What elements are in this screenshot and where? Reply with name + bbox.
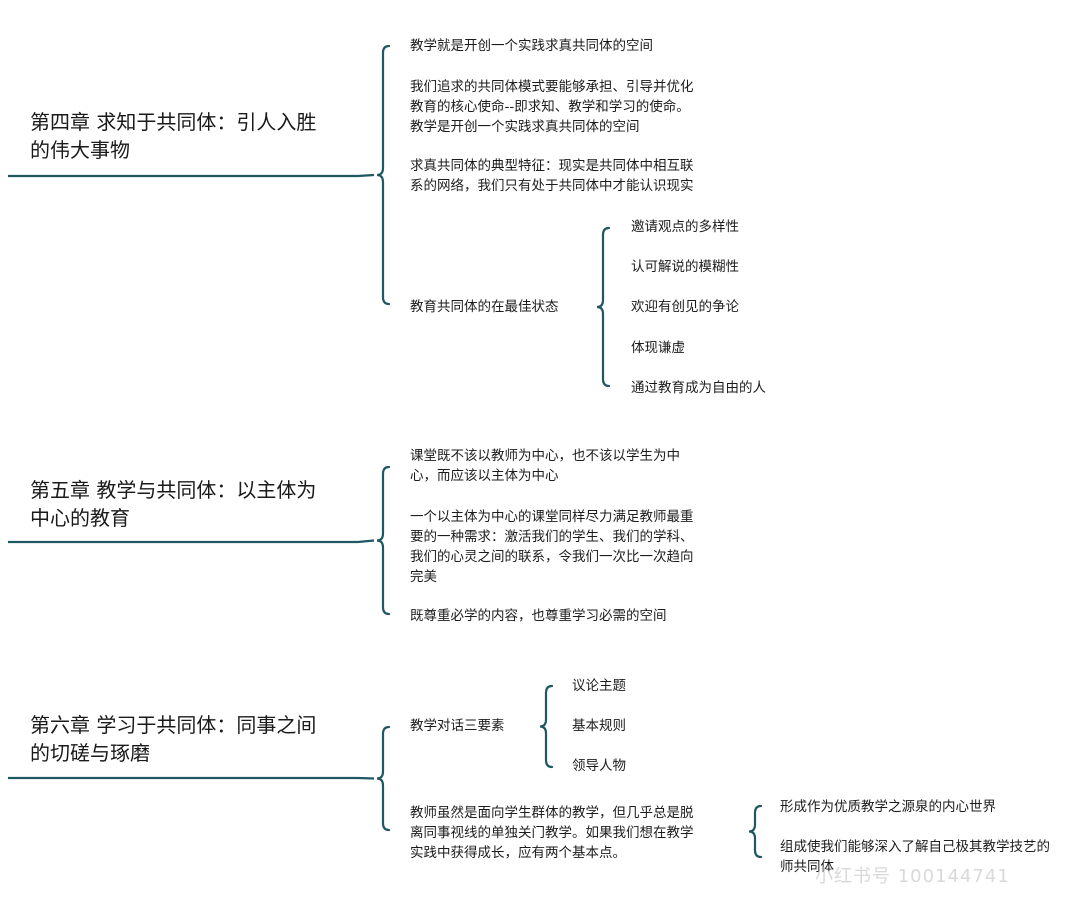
topic-node-line: 教育共同体的在最佳状态 bbox=[410, 299, 559, 315]
topic-node-line: 教学是开创一个实践求真共同体的空间 bbox=[410, 119, 640, 135]
topic-node: 既尊重必学的内容，也尊重学习必需的空间 bbox=[410, 606, 667, 626]
chapter-title-line: 第四章 求知于共同体：引人入胜 bbox=[30, 110, 317, 134]
subtopic-node-line: 师共同体 bbox=[780, 859, 834, 875]
topic-node-line: 课堂既不该以教师为中心，也不该以学生为中 bbox=[410, 448, 680, 464]
topic-node-line: 我们的心灵之间的联系，令我们一次比一次趋向 bbox=[410, 549, 694, 565]
topic-node-line: 教师虽然是面向学生群体的教学，但几乎总是脱 bbox=[410, 805, 694, 821]
subtopic-node-line: 形成作为优质教学之源泉的内心世界 bbox=[780, 799, 996, 815]
subtopic-node: 邀请观点的多样性 bbox=[631, 217, 739, 237]
topic-node: 教学对话三要素 bbox=[410, 716, 505, 736]
chapter-title: 第四章 求知于共同体：引人入胜的伟大事物 bbox=[30, 108, 316, 164]
subtopic-node-line: 认可解说的模糊性 bbox=[631, 259, 739, 275]
chapter-title-line: 中心的教育 bbox=[30, 506, 130, 530]
topic-node: 教师虽然是面向学生群体的教学，但几乎总是脱离同事视线的单独关门教学。如果我们想在… bbox=[410, 803, 694, 863]
chapter-brace bbox=[376, 465, 391, 616]
topic-node-line: 教学对话三要素 bbox=[410, 718, 505, 734]
subtopic-node-line: 基本规则 bbox=[572, 718, 626, 734]
topic-node: 求真共同体的典型特征：现实是共同体中相互联系的网络，我们只有处于共同体中才能认识… bbox=[410, 156, 694, 196]
subtopic-node-line: 体现谦虚 bbox=[631, 340, 685, 356]
topic-node-line: 求真共同体的典型特征：现实是共同体中相互联 bbox=[410, 158, 694, 174]
topic-node-line: 离同事视线的单独关门教学。如果我们想在教学 bbox=[410, 825, 694, 841]
subtopic-node: 议论主题 bbox=[572, 676, 626, 696]
subtopic-node: 领导人物 bbox=[572, 756, 626, 776]
topic-node-line: 完美 bbox=[410, 569, 437, 585]
subtopic-node: 通过教育成为自由的人 bbox=[631, 378, 766, 398]
topic-node: 教学就是开创一个实践求真共同体的空间 bbox=[410, 36, 653, 56]
subtopic-node: 欢迎有创见的争论 bbox=[631, 297, 739, 317]
chapter-title-line: 第六章 学习于共同体：同事之间 bbox=[30, 713, 317, 737]
subtopic-brace bbox=[539, 684, 554, 769]
chapter-connector bbox=[357, 173, 375, 178]
topic-node: 教育共同体的在最佳状态 bbox=[410, 297, 559, 317]
chapter-brace bbox=[376, 44, 391, 306]
topic-node: 课堂既不该以教师为中心，也不该以学生为中心，而应该以主体为中心 bbox=[410, 446, 680, 486]
topic-node-line: 我们追求的共同体模式要能够承担、引导并优化 bbox=[410, 79, 694, 95]
subtopic-node: 基本规则 bbox=[572, 716, 626, 736]
topic-node-line: 系的网络，我们只有处于共同体中才能认识现实 bbox=[410, 178, 694, 194]
subtopic-node-line: 欢迎有创见的争论 bbox=[631, 299, 739, 315]
subtopic-node-line: 邀请观点的多样性 bbox=[631, 219, 739, 235]
subtopic-node-line: 通过教育成为自由的人 bbox=[631, 380, 766, 396]
topic-node-line: 实践中获得成长，应有两个基本点。 bbox=[410, 845, 626, 861]
topic-node: 我们追求的共同体模式要能够承担、引导并优化教育的核心使命--即求知、教学和学习的… bbox=[410, 77, 694, 137]
topic-node-line: 要的一种需求：激活我们的学生、我们的学科、 bbox=[410, 529, 694, 545]
topic-node-line: 既尊重必学的内容，也尊重学习必需的空间 bbox=[410, 608, 667, 624]
chapter-title-line: 的伟大事物 bbox=[30, 138, 130, 162]
subtopic-node-line: 议论主题 bbox=[572, 678, 626, 694]
chapter-title-line: 的切磋与琢磨 bbox=[30, 741, 150, 765]
chapter-title: 第五章 教学与共同体：以主体为中心的教育 bbox=[30, 476, 316, 532]
chapter-connector bbox=[357, 776, 375, 780]
subtopic-brace bbox=[748, 804, 763, 859]
subtopic-node: 组成使我们能够深入了解自己极其教学技艺的师共同体 bbox=[780, 837, 1050, 877]
chapter-brace bbox=[376, 725, 391, 832]
topic-node: 一个以主体为中心的课堂同样尽力满足教师最重要的一种需求：激活我们的学生、我们的学… bbox=[410, 507, 694, 587]
topic-node-line: 一个以主体为中心的课堂同样尽力满足教师最重 bbox=[410, 509, 694, 525]
topic-node-line: 教学就是开创一个实践求真共同体的空间 bbox=[410, 38, 653, 54]
chapter-connector bbox=[357, 539, 375, 544]
subtopic-node: 认可解说的模糊性 bbox=[631, 257, 739, 277]
watermark: 小红书号 100144741 bbox=[815, 866, 1010, 887]
chapter-title-line: 第五章 教学与共同体：以主体为 bbox=[30, 478, 317, 502]
subtopic-node: 形成作为优质教学之源泉的内心世界 bbox=[780, 797, 996, 817]
subtopic-node-line: 领导人物 bbox=[572, 758, 626, 774]
topic-node-line: 教育的核心使命--即求知、教学和学习的使命。 bbox=[410, 99, 690, 115]
subtopic-brace bbox=[596, 226, 611, 388]
topic-node-line: 心，而应该以主体为中心 bbox=[410, 468, 559, 484]
subtopic-node: 体现谦虚 bbox=[631, 338, 685, 358]
subtopic-node-line: 组成使我们能够深入了解自己极其教学技艺的 bbox=[780, 839, 1050, 855]
chapter-title: 第六章 学习于共同体：同事之间的切磋与琢磨 bbox=[30, 711, 316, 767]
